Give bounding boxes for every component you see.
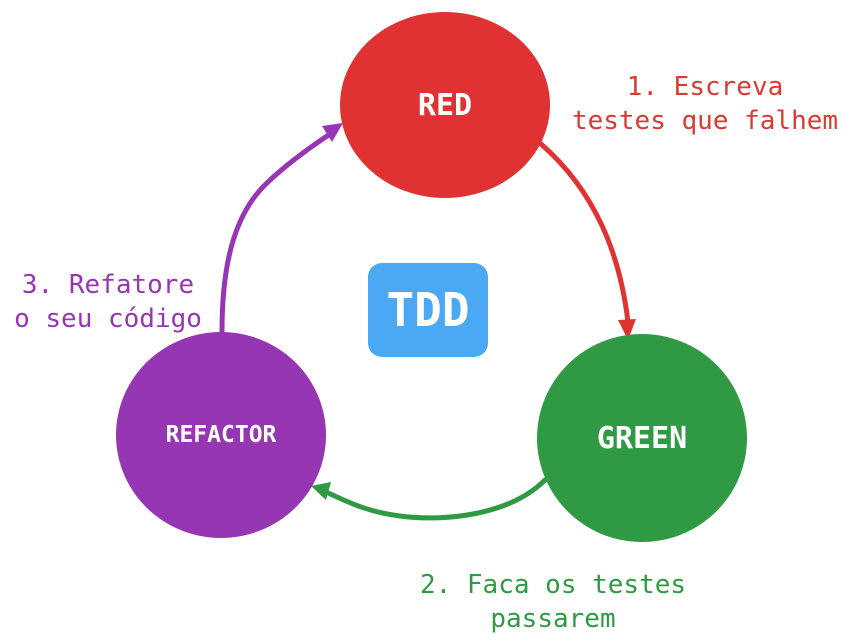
step-red-line2: testes que falhem	[571, 106, 839, 136]
step-refactor-line1: 3. Refatore	[21, 270, 195, 300]
step-refactor-line2: o seu código	[14, 304, 202, 334]
step-green-line1: 2. Faca os testes	[419, 570, 687, 600]
step-red-line1: 1. Escreva	[626, 72, 784, 102]
red-node-label: RED	[417, 87, 473, 123]
step-green-line2: passarem	[490, 604, 616, 634]
arrow-red-to-green	[538, 141, 631, 325]
refactor-node-label: REFACTOR	[165, 422, 277, 448]
tdd-badge-label: TDD	[386, 283, 470, 337]
red-node: RED	[340, 12, 550, 198]
arrow-refactor-to-red	[219, 131, 333, 335]
step-green-caption: 2. Faca os testes passarem	[398, 568, 708, 636]
refactor-node: REFACTOR	[116, 332, 326, 538]
arrow-green-to-refactor	[323, 477, 548, 521]
arrowhead-red-to-green	[618, 319, 636, 340]
arrowhead-refactor-to-red	[322, 123, 343, 142]
step-red-caption: 1. Escreva testes que falhem	[560, 70, 850, 138]
step-refactor-caption: 3. Refatore o seu código	[0, 268, 216, 336]
arrowhead-green-to-refactor	[311, 482, 331, 500]
green-node-label: GREEN	[596, 420, 688, 456]
tdd-badge: TDD	[368, 263, 488, 357]
green-node: GREEN	[537, 334, 747, 542]
